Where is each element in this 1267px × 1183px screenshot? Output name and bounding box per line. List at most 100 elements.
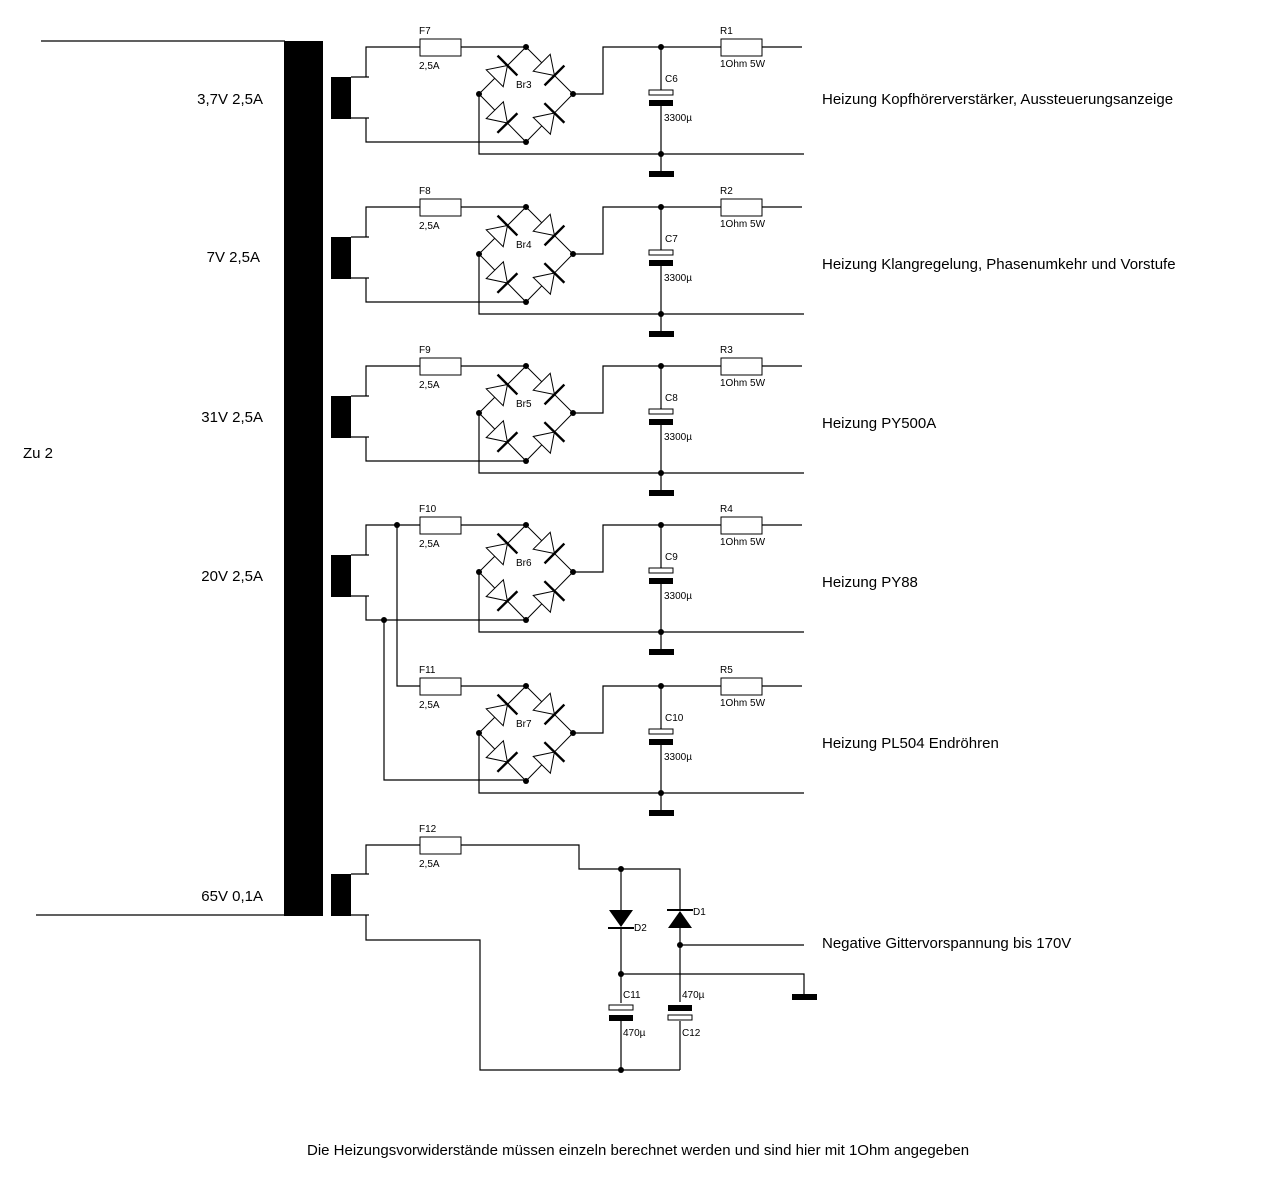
diode-triangle bbox=[532, 372, 556, 396]
diode-icon bbox=[485, 739, 519, 773]
fuse-value: 2,5A bbox=[419, 380, 440, 391]
load-label: Heizung PY500A bbox=[822, 415, 936, 432]
bridge-rectifier bbox=[476, 522, 576, 623]
input-label: Zu 2 bbox=[23, 445, 53, 462]
junction-dot bbox=[658, 311, 664, 317]
diode-bar bbox=[496, 373, 519, 396]
junction-dot bbox=[658, 151, 664, 157]
diode-icon bbox=[532, 421, 566, 455]
diode-icon bbox=[532, 580, 566, 614]
wire bbox=[478, 94, 804, 155]
diode-icon bbox=[485, 260, 519, 294]
fuse-label: F11 bbox=[419, 665, 436, 676]
wire bbox=[478, 572, 804, 633]
diode-icon bbox=[485, 373, 519, 407]
junction-dot bbox=[523, 44, 529, 50]
diode-bar bbox=[496, 532, 519, 555]
bridge-outline bbox=[478, 685, 574, 782]
capacitor-plate-negative bbox=[609, 1015, 633, 1021]
diode-icon bbox=[485, 532, 519, 566]
diode-triangle bbox=[485, 100, 509, 124]
diode-icon bbox=[532, 372, 566, 406]
junction-dot bbox=[381, 617, 387, 623]
junction-dot bbox=[658, 629, 664, 635]
diode-triangle bbox=[485, 224, 509, 248]
diode-label-d2: D2 bbox=[634, 923, 647, 934]
diode-triangle bbox=[485, 260, 509, 284]
junction-dot bbox=[523, 522, 529, 528]
diode-bar bbox=[496, 112, 519, 134]
diode-triangle bbox=[485, 703, 509, 727]
capacitor-plate-positive bbox=[648, 89, 674, 96]
cap-label: C9 bbox=[665, 552, 678, 563]
cap-label: C8 bbox=[665, 393, 678, 404]
diode-icon bbox=[485, 100, 519, 134]
cap-value: 3300µ bbox=[664, 752, 692, 763]
ground-symbol bbox=[649, 490, 674, 496]
junction-dot bbox=[523, 299, 529, 305]
resistor-label: R4 bbox=[720, 504, 733, 515]
diode-bar bbox=[543, 542, 566, 565]
diode-bar bbox=[543, 224, 566, 247]
resistor bbox=[720, 677, 763, 696]
diode-icon bbox=[485, 419, 519, 453]
diode-bar bbox=[543, 421, 566, 443]
secondary-winding bbox=[331, 237, 351, 279]
diode-bar bbox=[496, 54, 519, 77]
rectifier-stages bbox=[331, 38, 804, 816]
wire bbox=[478, 733, 804, 794]
diode-triangle bbox=[532, 531, 556, 555]
bias-stage bbox=[331, 836, 817, 1073]
junction-dot bbox=[618, 1067, 624, 1073]
resistor-label: R3 bbox=[720, 345, 733, 356]
capacitor-plate-positive bbox=[648, 728, 674, 735]
wire bbox=[573, 206, 721, 255]
fuse-label: F9 bbox=[419, 345, 431, 356]
fuse bbox=[419, 677, 462, 696]
bridge-label: Br5 bbox=[516, 399, 532, 410]
rectifier-stage-1 bbox=[331, 38, 804, 177]
wire bbox=[365, 524, 420, 555]
wire bbox=[365, 206, 420, 237]
diode-icon bbox=[532, 692, 566, 726]
ground-symbol bbox=[649, 649, 674, 655]
resistor-label: R5 bbox=[720, 665, 733, 676]
diode-bar bbox=[543, 262, 566, 284]
cap-value-c11: 470µ bbox=[623, 1028, 646, 1039]
capacitor-plate-positive bbox=[648, 408, 674, 415]
cap-value: 3300µ bbox=[664, 113, 692, 124]
capacitor-plate-negative bbox=[649, 578, 673, 584]
wire bbox=[621, 973, 805, 994]
diode-triangle bbox=[532, 692, 556, 716]
bridge-rectifier bbox=[476, 683, 576, 784]
wire bbox=[573, 46, 721, 95]
resistor-label: R1 bbox=[720, 26, 733, 37]
fuse bbox=[419, 357, 462, 376]
capacitor-plate-negative bbox=[649, 419, 673, 425]
load-label: Heizung PL504 Endröhren bbox=[822, 735, 999, 752]
resistor-value: 1Ohm 5W bbox=[720, 378, 766, 389]
rectifier-stage-5 bbox=[419, 677, 804, 816]
stage-labels: F7 2,5A Br3 C6 3300µ R1 1Ohm 5W Heizung … bbox=[419, 26, 1176, 1039]
diode-triangle bbox=[532, 272, 556, 296]
winding-label-5: 65V 0,1A bbox=[201, 888, 263, 905]
wire bbox=[365, 915, 680, 1071]
cap-label: C10 bbox=[665, 713, 684, 724]
wire bbox=[365, 46, 420, 77]
cap-label-c12: C12 bbox=[682, 1028, 701, 1039]
rectifier-stage-3 bbox=[331, 357, 804, 496]
secondary-winding bbox=[331, 555, 351, 597]
junction-dot bbox=[523, 617, 529, 623]
diode-icon bbox=[485, 214, 519, 248]
diode-triangle bbox=[532, 431, 556, 455]
junction-dot bbox=[523, 204, 529, 210]
bridge-label: Br4 bbox=[516, 240, 532, 251]
diode-icon bbox=[485, 693, 519, 727]
bridge-rectifier bbox=[476, 44, 576, 145]
diode-bar bbox=[543, 580, 566, 602]
diode-label-d1: D1 bbox=[693, 907, 706, 918]
junction-dot bbox=[523, 778, 529, 784]
diode-triangle bbox=[532, 112, 556, 136]
bridge-outline bbox=[478, 524, 574, 621]
